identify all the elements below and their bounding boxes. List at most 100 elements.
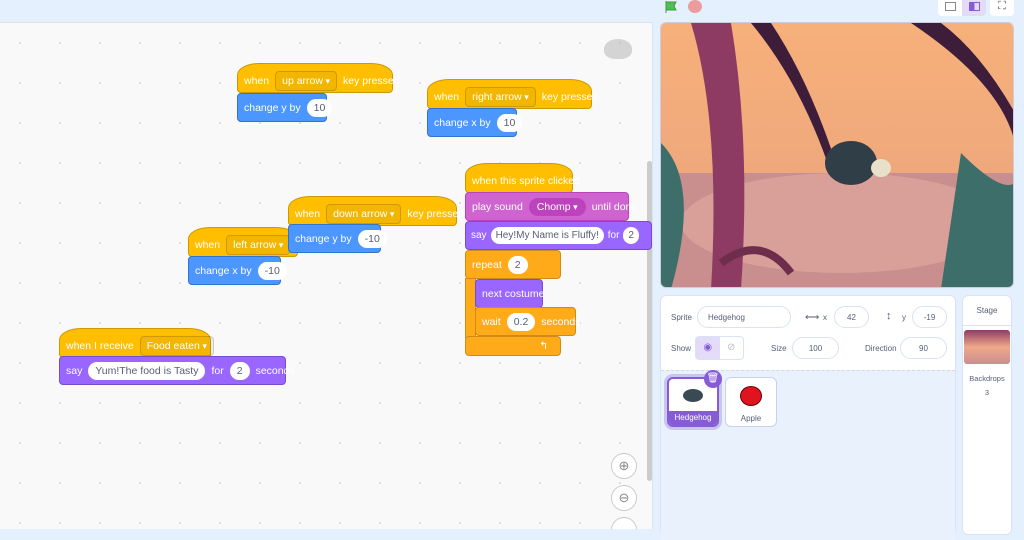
label: when I receive [66, 340, 134, 352]
label: repeat [472, 258, 502, 271]
vertical-scrollbar[interactable] [647, 161, 652, 481]
backdrops-count: 3 [984, 388, 990, 397]
green-flag-icon[interactable] [664, 0, 678, 13]
sound-dropdown[interactable]: Chomp [528, 197, 586, 216]
label: until done [591, 200, 638, 213]
direction-input[interactable]: 90 [900, 337, 947, 359]
change-y-block[interactable]: change y by 10 [237, 93, 333, 122]
label: wait [482, 315, 501, 328]
sprite-watermark-icon [604, 39, 632, 59]
trash-icon: 🗑 [706, 373, 720, 384]
show-visible-button[interactable]: ◉ [696, 337, 720, 359]
y-input[interactable]: -19 [912, 306, 947, 328]
x-arrows-icon: ⟷ [805, 312, 820, 323]
when-i-receive-hat[interactable]: when I receive Food eaten [59, 328, 214, 358]
times-input[interactable]: 2 [507, 255, 528, 274]
y-label: y [902, 313, 906, 322]
label: seconds [255, 364, 295, 377]
backdrops-label: Backdrops [969, 374, 1005, 383]
stage-pane[interactable]: Stage Backdrops 3 [962, 295, 1012, 535]
label: when [295, 208, 321, 220]
seconds-input[interactable]: 2 [229, 361, 250, 380]
loop-arrow-icon: ↰ [539, 340, 548, 352]
label: key pressed [343, 75, 400, 87]
fullscreen-button[interactable]: ⛶ [990, 0, 1014, 16]
sprite-name: Apple [740, 414, 762, 423]
message-input[interactable]: Hey!My Name is Fluffy! [490, 227, 604, 244]
say-for-block[interactable]: say Yum!The food is Tasty for 2 seconds [59, 356, 295, 385]
stage-canvas[interactable] [660, 22, 1014, 288]
top-bar: ⛶ [0, 0, 1024, 22]
x-input[interactable]: 42 [834, 306, 869, 328]
label: when [195, 239, 221, 251]
label: key pressed [541, 91, 599, 103]
small-stage-icon [945, 2, 956, 11]
label: change y by [244, 101, 301, 114]
sprite-name: Hedgehog [669, 411, 717, 425]
sprite-info-panel: Sprite Hedgehog ⟷ x 42 ↕ y -19 Show ◉ ⊘ … [660, 295, 956, 540]
hedgehog-sprite [825, 141, 877, 185]
key-dropdown[interactable]: left arrow [226, 235, 291, 255]
zoom-out-icon: ⊖ [618, 490, 630, 505]
fullscreen-icon: ⛶ [998, 0, 1006, 12]
key-dropdown[interactable]: down arrow [326, 204, 402, 224]
label: change x by [434, 116, 491, 129]
wait-block: wait 0.2 seconds [475, 307, 580, 336]
label: change y by [295, 232, 352, 245]
eye-icon: ◉ [703, 342, 713, 353]
key-dropdown[interactable]: right arrow [465, 87, 536, 107]
value-input[interactable]: 10 [496, 113, 523, 132]
stage-title: Stage [963, 296, 1011, 326]
value-input[interactable]: -10 [257, 261, 287, 280]
sprite-name-input[interactable]: Hedgehog [697, 306, 791, 328]
message-dropdown[interactable]: Food eaten [139, 336, 214, 356]
label: when [244, 75, 270, 87]
when-sprite-clicked-hat[interactable]: when this sprite clicked [465, 163, 580, 193]
stop-icon[interactable] [688, 0, 702, 13]
play-sound-block[interactable]: play sound Chomp until done [465, 192, 637, 221]
show-hidden-button[interactable]: ⊘ [720, 337, 744, 359]
label: key pressed [407, 208, 465, 220]
label: seconds [541, 315, 581, 328]
delete-sprite-button[interactable]: 🗑 [704, 370, 722, 388]
change-x-block[interactable]: change x by 10 [427, 108, 523, 137]
label: for [211, 364, 224, 377]
small-stage-button[interactable] [938, 0, 962, 16]
apple-thumbnail [740, 386, 762, 406]
size-input[interactable]: 100 [792, 337, 839, 359]
label: say [66, 364, 83, 377]
value-input[interactable]: 10 [306, 98, 333, 117]
zoom-reset-icon: = [620, 523, 628, 530]
zoom-in-button[interactable]: ⊕ [611, 453, 637, 479]
normal-stage-button[interactable] [962, 0, 986, 16]
when-key-pressed-hat[interactable]: when down arrow key pressed [288, 196, 464, 226]
backdrop-thumbnail [964, 330, 1010, 364]
size-label: Size [771, 344, 787, 353]
seconds-input[interactable]: 2 [623, 227, 639, 244]
when-key-pressed-hat[interactable]: when up arrow key pressed [237, 63, 400, 93]
code-workspace[interactable]: when up arrow key pressed change y by 10 wh… [0, 22, 653, 529]
hedgehog-thumbnail [683, 389, 703, 402]
message-input[interactable]: Yum!The food is Tasty [88, 361, 206, 380]
value-input[interactable]: -10 [357, 229, 387, 248]
sprite-label: Sprite [671, 313, 692, 322]
label: play sound [472, 200, 523, 213]
zoom-reset-button[interactable]: = [611, 517, 637, 529]
label: for [607, 230, 620, 241]
y-arrows-icon: ↕ [886, 310, 892, 322]
change-x-block[interactable]: change x by-10 [188, 256, 287, 285]
x-label: x [823, 313, 827, 322]
forest-backdrop [661, 23, 1013, 287]
sprite-thumb-apple[interactable]: Apple [725, 377, 777, 427]
zoom-out-button[interactable]: ⊖ [611, 485, 637, 511]
eye-slash-icon: ⊘ [727, 342, 736, 353]
show-label: Show [671, 344, 692, 353]
label: next costume [482, 287, 545, 300]
when-key-pressed-hat[interactable]: when left arrow [188, 227, 298, 257]
change-y-block[interactable]: change y by -10 [288, 224, 387, 253]
wait-input[interactable]: 0.2 [506, 312, 536, 331]
key-dropdown[interactable]: up arrow [275, 71, 337, 91]
normal-stage-icon [969, 2, 980, 11]
